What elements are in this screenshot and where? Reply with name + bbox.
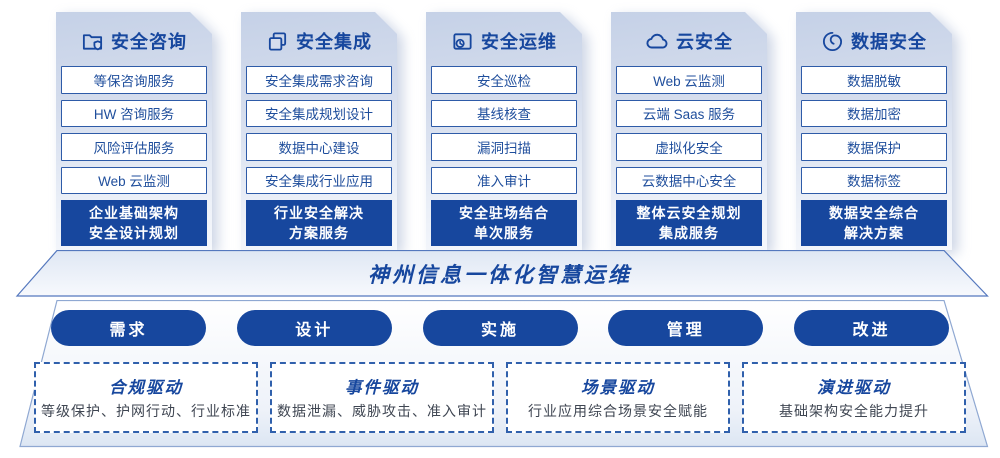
card-highlight: 行业安全解决 方案服务	[246, 200, 392, 246]
card-highlight: 数据安全综合 解决方案	[801, 200, 947, 246]
card-item: HW 咨询服务	[61, 99, 207, 127]
card-item: 风险评估服务	[61, 133, 207, 161]
phase-pill-design: 设计	[236, 310, 392, 346]
driver-evolution: 演进驱动 基础架构安全能力提升	[742, 362, 966, 433]
highlight-line: 整体云安全规划	[636, 204, 742, 221]
driver-title: 演进驱动	[817, 379, 891, 397]
card-security-operations: 安全运维 安全巡检 基线核查 漏洞扫描 准入审计 安全驻场结合 单次服务	[426, 12, 582, 250]
card-item: 数据加密	[801, 99, 947, 127]
driver-compliance: 合规驱动 等级保护、护网行动、行业标准	[34, 362, 258, 433]
highlight-line: 安全驻场结合	[459, 204, 549, 221]
card-security-integration: 安全集成 安全集成需求咨询 安全集成规划设计 数据中心建设 安全集成行业应用 行…	[241, 12, 397, 250]
drivers-row: 合规驱动 等级保护、护网行动、行业标准 事件驱动 数据泄漏、威胁攻击、准入审计 …	[0, 362, 1000, 433]
card-item: 安全集成行业应用	[246, 166, 392, 194]
fingerprint-icon	[821, 30, 844, 53]
card-header: 数据安全	[821, 28, 927, 54]
phase-pill-improvement: 改进	[794, 310, 949, 346]
driver-title: 事件驱动	[345, 379, 419, 397]
phase-pill-implementation: 实施	[422, 310, 578, 346]
card-body: 安全咨询 等保咨询服务 HW 咨询服务 风险评估服务 Web 云监测 企业基础架…	[56, 12, 212, 250]
highlight-line: 数据安全综合	[829, 204, 919, 221]
driver-desc: 基础架构安全能力提升	[779, 403, 929, 419]
highlight-line: 解决方案	[844, 225, 904, 241]
highlight-line: 行业安全解决	[274, 204, 364, 221]
driver-incident: 事件驱动 数据泄漏、威胁攻击、准入审计	[270, 362, 494, 433]
card-data-security: 数据安全 数据脱敏 数据加密 数据保护 数据标签 数据安全综合 解决方案	[796, 12, 952, 250]
service-cards-row: 安全咨询 等保咨询服务 HW 咨询服务 风险评估服务 Web 云监测 企业基础架…	[0, 12, 1000, 250]
card-item: Web 云监测	[61, 166, 207, 194]
card-item: 数据中心建设	[246, 133, 392, 161]
folder-shield-icon	[81, 30, 104, 53]
card-body: 安全集成 安全集成需求咨询 安全集成规划设计 数据中心建设 安全集成行业应用 行…	[241, 12, 397, 250]
card-title: 安全咨询	[111, 32, 187, 52]
card-item: 数据标签	[801, 166, 947, 194]
card-body: 云安全 Web 云监测 云端 Saas 服务 虚拟化安全 云数据中心安全 整体云…	[611, 12, 767, 250]
driver-title: 合规驱动	[109, 379, 183, 397]
card-title: 数据安全	[851, 32, 927, 52]
banner-trapezoid-shape	[15, 250, 989, 297]
card-highlight: 整体云安全规划 集成服务	[616, 200, 762, 246]
card-highlight: 企业基础架构 安全设计规划	[61, 200, 207, 246]
highlight-line: 安全设计规划	[89, 225, 179, 241]
card-item: 数据脱敏	[801, 66, 947, 94]
card-item: 准入审计	[431, 166, 577, 194]
card-item: 数据保护	[801, 133, 947, 161]
highlight-line: 方案服务	[289, 225, 349, 241]
card-item: 云数据中心安全	[616, 166, 762, 194]
documents-icon	[266, 30, 289, 53]
highlight-line: 单次服务	[474, 225, 534, 241]
card-header: 云安全	[645, 28, 733, 54]
card-item: 安全集成需求咨询	[246, 66, 392, 94]
card-title: 云安全	[676, 32, 733, 52]
card-security-consulting: 安全咨询 等保咨询服务 HW 咨询服务 风险评估服务 Web 云监测 企业基础架…	[56, 12, 212, 250]
folder-clock-icon	[451, 30, 474, 53]
highlight-line: 企业基础架构	[89, 204, 179, 221]
driver-desc: 等级保护、护网行动、行业标准	[41, 403, 251, 419]
card-item: 云端 Saas 服务	[616, 99, 762, 127]
phases-row: 需求 设计 实施 管理 改进	[0, 310, 1000, 346]
card-title: 安全运维	[481, 32, 557, 52]
card-body: 数据安全 数据脱敏 数据加密 数据保护 数据标签 数据安全综合 解决方案	[796, 12, 952, 250]
card-highlight: 安全驻场结合 单次服务	[431, 200, 577, 246]
card-item: 虚拟化安全	[616, 133, 762, 161]
phase-pill-management: 管理	[608, 310, 764, 346]
card-item: 漏洞扫描	[431, 133, 577, 161]
driver-title: 场景驱动	[581, 379, 655, 397]
card-title: 安全集成	[296, 32, 372, 52]
card-header: 安全运维	[451, 28, 557, 54]
card-item: Web 云监测	[616, 66, 762, 94]
driver-desc: 数据泄漏、威胁攻击、准入审计	[277, 403, 487, 419]
banner-title: 神州信息一体化智慧运维	[368, 263, 632, 287]
highlight-line: 集成服务	[659, 225, 719, 241]
card-header: 安全咨询	[81, 28, 187, 54]
card-cloud-security: 云安全 Web 云监测 云端 Saas 服务 虚拟化安全 云数据中心安全 整体云…	[611, 12, 767, 250]
driver-desc: 行业应用综合场景安全赋能	[528, 403, 708, 419]
cloud-icon	[645, 29, 669, 53]
card-body: 安全运维 安全巡检 基线核查 漏洞扫描 准入审计 安全驻场结合 单次服务	[426, 12, 582, 250]
driver-scenario: 场景驱动 行业应用综合场景安全赋能	[506, 362, 730, 433]
phase-pill-requirements: 需求	[51, 310, 206, 346]
card-item: 等保咨询服务	[61, 66, 207, 94]
card-item: 安全集成规划设计	[246, 99, 392, 127]
card-item: 基线核查	[431, 99, 577, 127]
card-header: 安全集成	[266, 28, 372, 54]
platform-banner: 神州信息一体化智慧运维	[0, 250, 1000, 297]
card-item: 安全巡检	[431, 66, 577, 94]
